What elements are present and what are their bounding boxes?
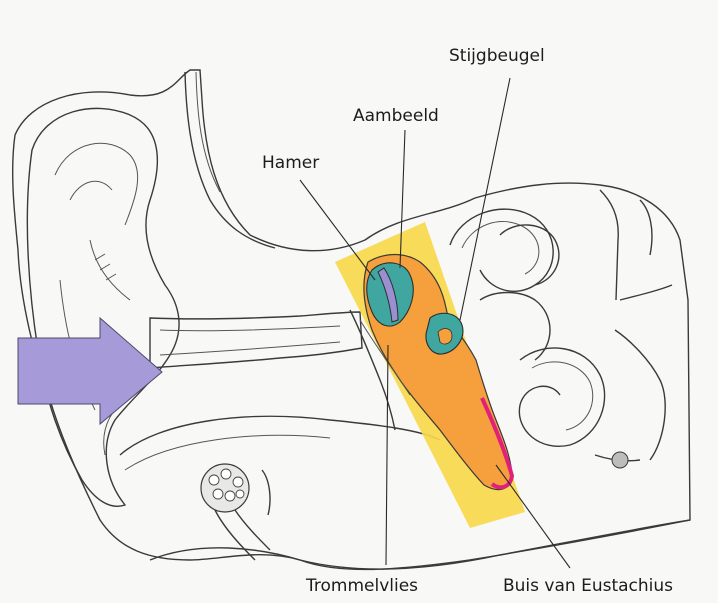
label-aambeeld: Aambeeld	[353, 106, 439, 126]
label-hamer: Hamer	[262, 153, 319, 173]
label-buis-van-eustachius: Buis van Eustachius	[503, 576, 673, 596]
label-trommelvlies: Trommelvlies	[305, 576, 418, 596]
label-stijgbeugel: Stijgbeugel	[449, 46, 545, 66]
